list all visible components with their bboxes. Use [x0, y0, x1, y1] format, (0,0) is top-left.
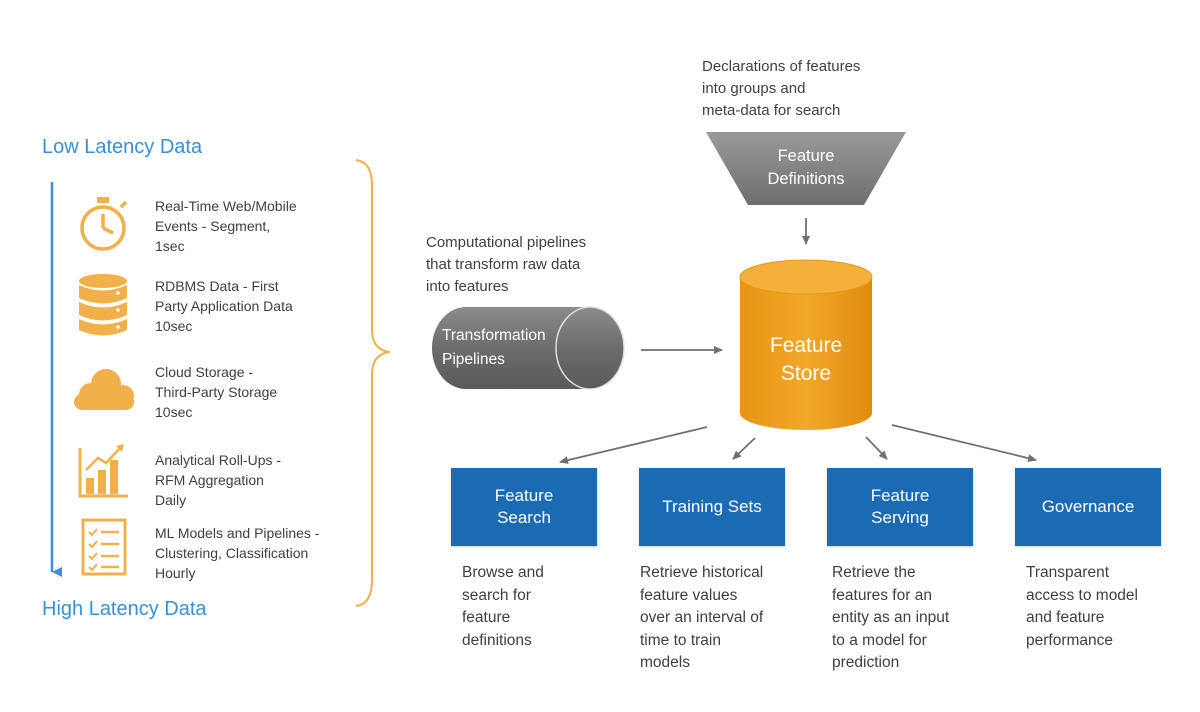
desc-line: and feature [1026, 609, 1105, 626]
high-latency-label: High Latency Data [42, 598, 207, 620]
box-label-line: Feature [870, 486, 930, 505]
desc-line: time to train [640, 631, 721, 649]
desc-line: feature [462, 609, 511, 626]
low-latency-label: Low Latency Data [42, 136, 203, 158]
label-line: Store [780, 362, 832, 385]
desc-line: search for [462, 586, 531, 604]
training-sets-box: Training Sets [639, 468, 785, 546]
note-line: Computational pipelines [426, 234, 587, 251]
source-line: Party Application Data [155, 298, 293, 314]
desc-line: Browse and [462, 564, 544, 581]
label-line: Feature [769, 334, 843, 357]
note-line: Declarations of features [702, 58, 861, 75]
source-line: Third-Party Storage [155, 384, 278, 400]
desc-line: definitions [462, 631, 532, 649]
source-realtime-events: Real-Time Web/Mobile Events - Segment, 1… [155, 196, 297, 256]
source-line: 10sec [155, 404, 193, 420]
desc-line: performance [1026, 631, 1114, 649]
stopwatch-icon [80, 197, 128, 251]
desc-line: Transparent [1026, 564, 1109, 581]
store-to-governance-arrow [891, 424, 1037, 462]
source-rdbms: RDBMS Data - First Party Application Dat… [155, 276, 293, 336]
source-line: Analytical Roll-Ups - [155, 452, 282, 468]
desc-line: feature values [640, 586, 738, 604]
transformation-pipelines-cylinder [432, 306, 625, 390]
note-line: that transform raw data [426, 256, 581, 273]
feature-serving-box: Feature Serving [827, 468, 973, 546]
feature-serving-description: Retrieve the features for an entity as a… [832, 562, 949, 675]
source-ml-models: ML Models and Pipelines - Clustering, Cl… [155, 523, 319, 583]
label-line: Pipelines [442, 351, 505, 368]
training-sets-description: Retrieve historical feature values over … [640, 562, 763, 675]
source-line: Events - Segment, [155, 218, 271, 234]
feature-definitions-note: Declarations of features into groups and… [702, 56, 860, 122]
label-line: Definitions [767, 170, 845, 188]
governance-description: Transparent access to model and feature … [1026, 562, 1138, 652]
feature-search-box: Feature Search [451, 468, 597, 546]
source-line: Real-Time Web/Mobile [155, 198, 297, 214]
source-analytical-rollups: Analytical Roll-Ups - RFM Aggregation Da… [155, 450, 281, 510]
source-line: RDBMS Data - First [155, 278, 279, 294]
database-icon [79, 274, 127, 336]
sources-brace [355, 159, 391, 607]
box-label-line: Training Sets [662, 497, 762, 516]
box-label-line: Search [497, 508, 551, 527]
bar-chart-icon [78, 444, 128, 498]
store-to-search-arrow [559, 426, 708, 465]
source-line: Hourly [155, 565, 196, 581]
note-line: into features [426, 278, 509, 295]
box-label-line: Feature [494, 486, 554, 505]
desc-line: Retrieve the [832, 564, 916, 581]
desc-line: entity as an input [832, 609, 950, 626]
transformation-label: Transformation Pipelines [442, 324, 546, 372]
cloud-icon [74, 369, 134, 410]
desc-line: to a model for [832, 631, 927, 649]
desc-line: Retrieve historical [640, 564, 764, 581]
feature-store-cylinder [739, 259, 873, 430]
transformation-note: Computational pipelines that transform r… [426, 232, 586, 298]
source-line: ML Models and Pipelines - [155, 525, 320, 541]
desc-line: prediction [832, 654, 900, 671]
box-label-line: Serving [871, 508, 929, 527]
checklist-icon [81, 518, 127, 576]
store-to-training-arrow [732, 437, 756, 460]
feature-definitions-label: Feature Definitions [746, 145, 866, 191]
governance-box: Governance [1015, 468, 1161, 546]
store-to-serving-arrow [865, 436, 888, 460]
source-line: Cloud Storage - [155, 364, 254, 380]
desc-line: access to model [1026, 586, 1138, 604]
source-line: 1sec [155, 238, 185, 254]
label-line: Feature [777, 147, 835, 165]
source-line: Daily [155, 492, 187, 508]
feature-store-label: Feature Store [740, 332, 872, 388]
desc-line: features for an [832, 586, 932, 604]
note-line: into groups and [702, 80, 806, 97]
source-line: Clustering, Classification [155, 545, 309, 561]
source-cloud-storage: Cloud Storage - Third-Party Storage 10se… [155, 362, 277, 422]
source-line: 10sec [155, 318, 193, 334]
note-line: meta-data for search [702, 102, 841, 119]
feature-search-description: Browse and search for feature definition… [462, 562, 544, 652]
desc-line: over an interval of [640, 609, 764, 626]
box-label-line: Governance [1041, 497, 1135, 516]
source-line: RFM Aggregation [155, 472, 264, 488]
desc-line: models [640, 654, 690, 671]
feature-definitions-funnel [706, 132, 906, 205]
label-line: Transformation [442, 327, 546, 344]
